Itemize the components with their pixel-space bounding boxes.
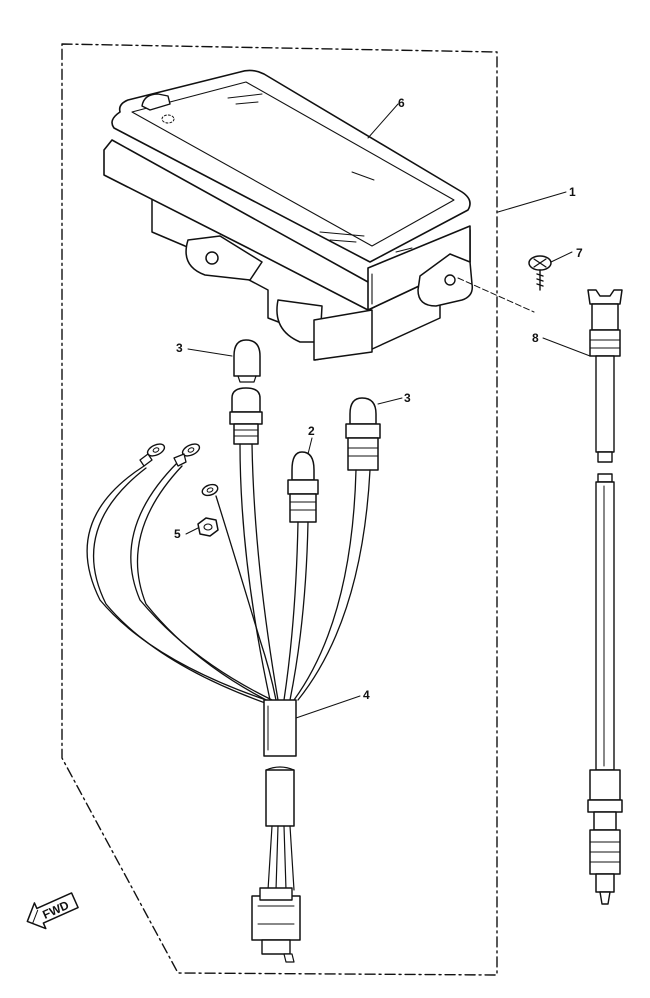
control-box — [103, 69, 474, 361]
callout-1: 1 — [569, 185, 576, 199]
speedometer-cable — [587, 289, 623, 905]
callout-6: 6 — [398, 96, 405, 110]
wire-harness — [86, 387, 381, 963]
assembly-boundary — [61, 43, 498, 976]
callout-3-left: 3 — [176, 341, 183, 355]
mounting-guide-line — [457, 277, 535, 313]
nut — [197, 517, 219, 537]
screw — [528, 255, 552, 291]
callout-8: 8 — [532, 331, 539, 345]
callout-4: 4 — [363, 688, 370, 702]
callout-2: 2 — [308, 424, 315, 438]
callout-7: 7 — [576, 246, 583, 260]
fwd-arrow-icon: FWD — [26, 892, 79, 930]
callout-3-right: 3 — [404, 391, 411, 405]
leader-lines — [185, 103, 591, 719]
bulb-left — [233, 339, 261, 383]
callout-5: 5 — [174, 527, 181, 541]
